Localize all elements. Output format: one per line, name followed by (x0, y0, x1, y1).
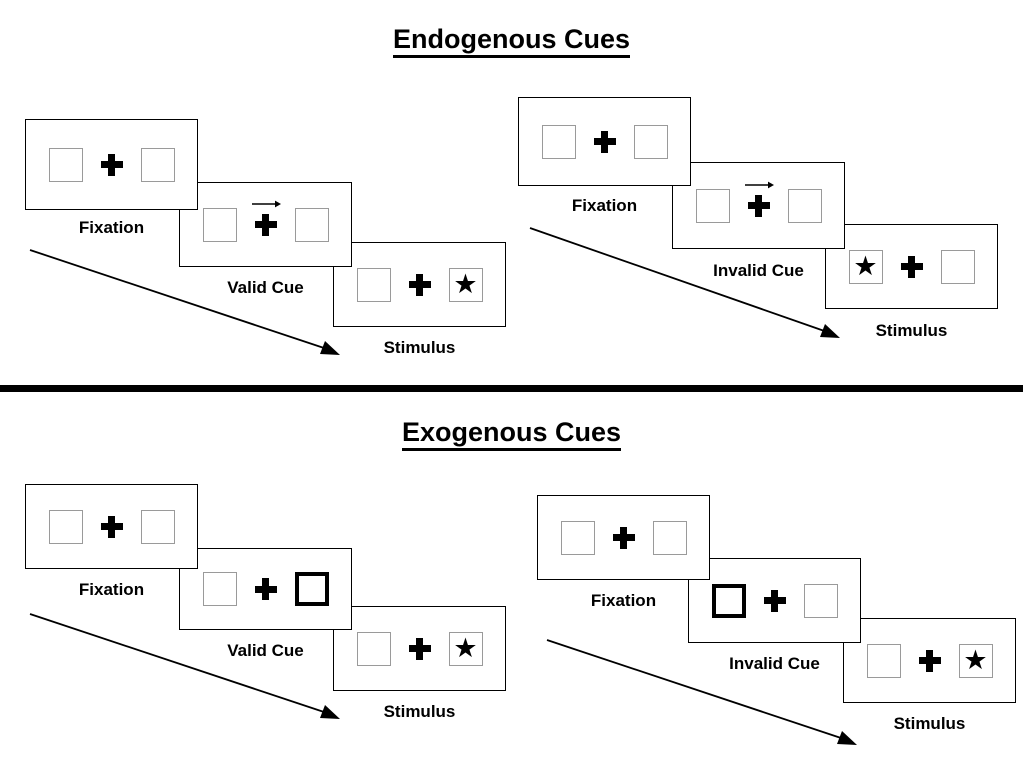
label-endogenous-invalid-stimulus: Stimulus (875, 321, 948, 340)
fixation-plus-icon (100, 515, 123, 538)
panel-content (202, 200, 329, 242)
left-placeholder-box (356, 631, 391, 666)
panel-exogenous-valid-stimulus: ★ (333, 606, 506, 691)
time-arrow-exogenous-valid (29, 613, 340, 719)
section-title-exogenous: Exogenous Cues (0, 417, 1023, 451)
fixation-plus-icon (408, 273, 431, 296)
panel-exogenous-invalid-cue (688, 558, 861, 643)
panel-content: ★ (848, 249, 975, 284)
panel-content (695, 181, 822, 223)
right-target-box: ★ (448, 631, 483, 666)
panel-content (48, 509, 175, 544)
panel-exogenous-valid-cue (179, 548, 352, 630)
left-placeholder-box (48, 509, 83, 544)
fixation-plus-icon (254, 578, 277, 600)
section-title-exogenous-text: Exogenous Cues (401, 417, 622, 451)
left-placeholder-box (202, 572, 237, 606)
panel-content: ★ (866, 643, 993, 678)
left-placeholder-box (541, 124, 576, 159)
label-endogenous-invalid-fixation: Fixation (571, 196, 638, 215)
panel-exogenous-valid-fixation (25, 484, 198, 569)
star-icon: ★ (453, 633, 478, 663)
panel-content (48, 147, 175, 182)
right-cue-box-highlighted (294, 572, 329, 606)
panel-content (541, 124, 668, 159)
left-placeholder-box (866, 643, 901, 678)
fixation-plus-icon (251, 200, 281, 236)
star-icon: ★ (853, 251, 878, 281)
right-placeholder-box (803, 583, 838, 618)
left-placeholder-box (202, 207, 237, 242)
fixation-plus-icon (100, 153, 123, 176)
left-placeholder-box (560, 520, 595, 555)
panel-content (711, 583, 838, 618)
right-target-box: ★ (448, 267, 483, 302)
left-target-box: ★ (848, 249, 883, 284)
right-placeholder-box (652, 520, 687, 555)
panel-content (202, 572, 329, 606)
label-exogenous-invalid-cue: Invalid Cue (729, 654, 820, 673)
panel-exogenous-invalid-stimulus: ★ (843, 618, 1016, 703)
label-exogenous-invalid-fixation: Fixation (590, 591, 657, 610)
label-endogenous-valid-stimulus: Stimulus (383, 338, 456, 357)
left-cue-box-highlighted (711, 583, 746, 618)
panel-endogenous-valid-fixation (25, 119, 198, 210)
fixation-plus-icon (612, 526, 635, 549)
panel-endogenous-invalid-fixation (518, 97, 691, 186)
fixation-plus-icon (744, 181, 774, 217)
left-placeholder-box (48, 147, 83, 182)
label-endogenous-valid-cue: Valid Cue (227, 278, 304, 297)
panel-endogenous-invalid-stimulus: ★ (825, 224, 998, 309)
time-arrow-endogenous-valid (29, 249, 340, 355)
label-exogenous-valid-cue: Valid Cue (227, 641, 304, 660)
panel-content (560, 520, 687, 555)
label-exogenous-valid-stimulus: Stimulus (383, 702, 456, 721)
right-placeholder-box (140, 147, 175, 182)
right-placeholder-box (140, 509, 175, 544)
time-arrow-endogenous-invalid (529, 227, 840, 338)
panel-endogenous-invalid-cue (672, 162, 845, 249)
right-target-box: ★ (958, 643, 993, 678)
arrow-right-icon (744, 181, 774, 188)
star-icon: ★ (453, 269, 478, 299)
fixation-plus-icon (763, 589, 786, 612)
time-arrow-exogenous-invalid (546, 639, 857, 745)
fixation-plus-icon (918, 649, 941, 672)
section-divider (0, 385, 1023, 392)
label-exogenous-valid-fixation: Fixation (78, 580, 145, 599)
fixation-plus-icon (408, 637, 431, 660)
panel-content: ★ (356, 631, 483, 666)
label-exogenous-invalid-stimulus: Stimulus (893, 714, 966, 733)
star-icon: ★ (963, 645, 988, 675)
label-endogenous-invalid-cue: Invalid Cue (713, 261, 804, 280)
panel-exogenous-invalid-fixation (537, 495, 710, 580)
panel-content: ★ (356, 267, 483, 302)
right-placeholder-box (294, 207, 329, 242)
section-title-endogenous-text: Endogenous Cues (392, 24, 630, 58)
fixation-plus-icon (900, 255, 923, 278)
right-placeholder-box (940, 249, 975, 284)
label-endogenous-valid-fixation: Fixation (78, 218, 145, 237)
arrow-right-icon (251, 200, 281, 207)
left-placeholder-box (356, 267, 391, 302)
right-placeholder-box (787, 188, 822, 223)
panel-endogenous-valid-stimulus: ★ (333, 242, 506, 327)
left-placeholder-box (695, 188, 730, 223)
panel-endogenous-valid-cue (179, 182, 352, 267)
fixation-plus-icon (593, 130, 616, 153)
right-placeholder-box (633, 124, 668, 159)
section-title-endogenous: Endogenous Cues (0, 24, 1023, 58)
